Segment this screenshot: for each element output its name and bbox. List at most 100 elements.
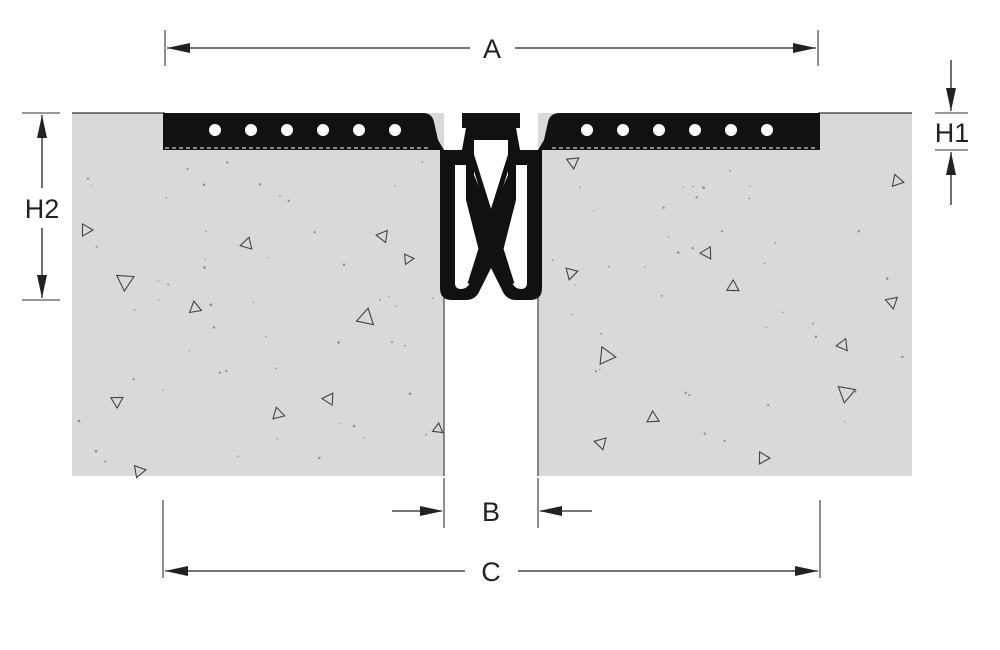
aggregate-speck (162, 389, 164, 391)
aggregate-speck (574, 284, 576, 286)
seal-hole (617, 124, 629, 136)
dimension-h2: H2 (22, 112, 60, 301)
aggregate-speck (95, 245, 98, 248)
aggregate-speck (749, 185, 751, 188)
aggregate-speck (432, 297, 434, 299)
dimension-a: A (164, 30, 819, 66)
aggregate-speck (339, 423, 341, 425)
aggregate-speck (218, 371, 221, 374)
label-c: C (481, 557, 501, 587)
aggregate-speck (421, 161, 424, 164)
aggregate-speck (362, 437, 365, 439)
seal-inner-x (467, 149, 515, 285)
aggregate-speck (425, 433, 427, 436)
aggregate-speck (318, 456, 321, 460)
dimension-b: B (392, 478, 592, 528)
left-concrete-slab (72, 113, 444, 476)
aggregate-speck (267, 256, 269, 259)
seal-hole (581, 124, 593, 136)
aggregate-stone (725, 278, 740, 292)
aggregate-speck (275, 367, 277, 370)
aggregate-speck (765, 326, 768, 329)
aggregate-speck (844, 420, 846, 423)
aggregate-speck (599, 369, 601, 371)
aggregate-speck (276, 438, 278, 440)
aggregate-speck (403, 344, 406, 347)
aggregate-stone (565, 267, 579, 281)
aggregate-speck (723, 439, 726, 443)
aggregate-speck (901, 355, 904, 359)
aggregate-stone (837, 385, 857, 404)
aggregate-speck (226, 161, 229, 164)
aggregate-stone (758, 450, 772, 465)
aggregate-speck (812, 322, 814, 325)
aggregate-stone (133, 464, 147, 479)
seal-hole (245, 124, 257, 136)
aggregate-speck (337, 341, 340, 344)
aggregate-speck (607, 265, 610, 268)
aggregate-stone (115, 274, 135, 293)
aggregate-speck (814, 335, 818, 338)
aggregate-stone (884, 296, 899, 310)
seal-hole (389, 124, 401, 136)
aggregate-speck (691, 247, 694, 250)
aggregate-speck (157, 298, 160, 301)
aggregate-speck (592, 210, 595, 212)
seal-right-flange (538, 113, 820, 150)
aggregate-speck (279, 195, 281, 197)
aggregate-speck (682, 186, 684, 188)
aggregate-speck (90, 184, 93, 187)
aggregate-speck (644, 266, 646, 268)
aggregate-speck (579, 186, 581, 189)
aggregate-stone (272, 406, 286, 420)
aggregate-stone (375, 229, 388, 244)
aggregate-stone (320, 392, 334, 407)
aggregate-stone (891, 173, 905, 188)
aggregate-speck (662, 206, 665, 209)
aggregate-speck (667, 236, 670, 238)
aggregate-speck (885, 277, 889, 280)
aggregate-speck (259, 183, 262, 186)
aggregate-speck (676, 251, 680, 254)
aggregate-speck (854, 390, 857, 393)
aggregate-speck (729, 170, 732, 172)
seal-hole (689, 124, 701, 136)
aggregate-speck (782, 311, 784, 313)
aggregate-speck (188, 350, 191, 352)
aggregate-speck (721, 230, 724, 233)
aggregate-speck (203, 266, 206, 269)
seal-left-flange (163, 113, 444, 150)
aggregate-speck (763, 262, 766, 265)
aggregate-speck (684, 391, 687, 394)
aggregate-stone (239, 236, 253, 250)
aggregate-speck (204, 258, 206, 261)
aggregate-speck (313, 231, 316, 234)
aggregate-speck (857, 230, 860, 233)
aggregate-speck (695, 196, 698, 199)
dimension-h1: H1 (935, 60, 970, 205)
aggregate-speck (660, 294, 663, 297)
aggregate-speck (774, 242, 777, 244)
aggregate-speck (157, 280, 160, 282)
aggregate-speck (551, 259, 554, 262)
aggregate-speck (352, 424, 356, 428)
aggregate-speck (265, 335, 267, 338)
aggregate-speck (225, 370, 228, 373)
aggregate-speck (570, 313, 573, 316)
aggregate-speck (132, 378, 135, 381)
aggregate-speck (252, 301, 254, 303)
concrete-aggregate (77, 157, 905, 479)
aggregate-speck (205, 230, 207, 233)
aggregate-speck (600, 332, 603, 335)
right-concrete-slab (538, 113, 912, 476)
aggregate-stone (403, 253, 416, 266)
aggregate-speck (767, 403, 770, 407)
aggregate-speck (212, 326, 216, 329)
label-h1: H1 (935, 118, 970, 148)
aggregate-speck (702, 186, 705, 189)
seal-hole (761, 124, 773, 136)
aggregate-speck (287, 199, 290, 202)
aggregate-stone (565, 157, 580, 171)
